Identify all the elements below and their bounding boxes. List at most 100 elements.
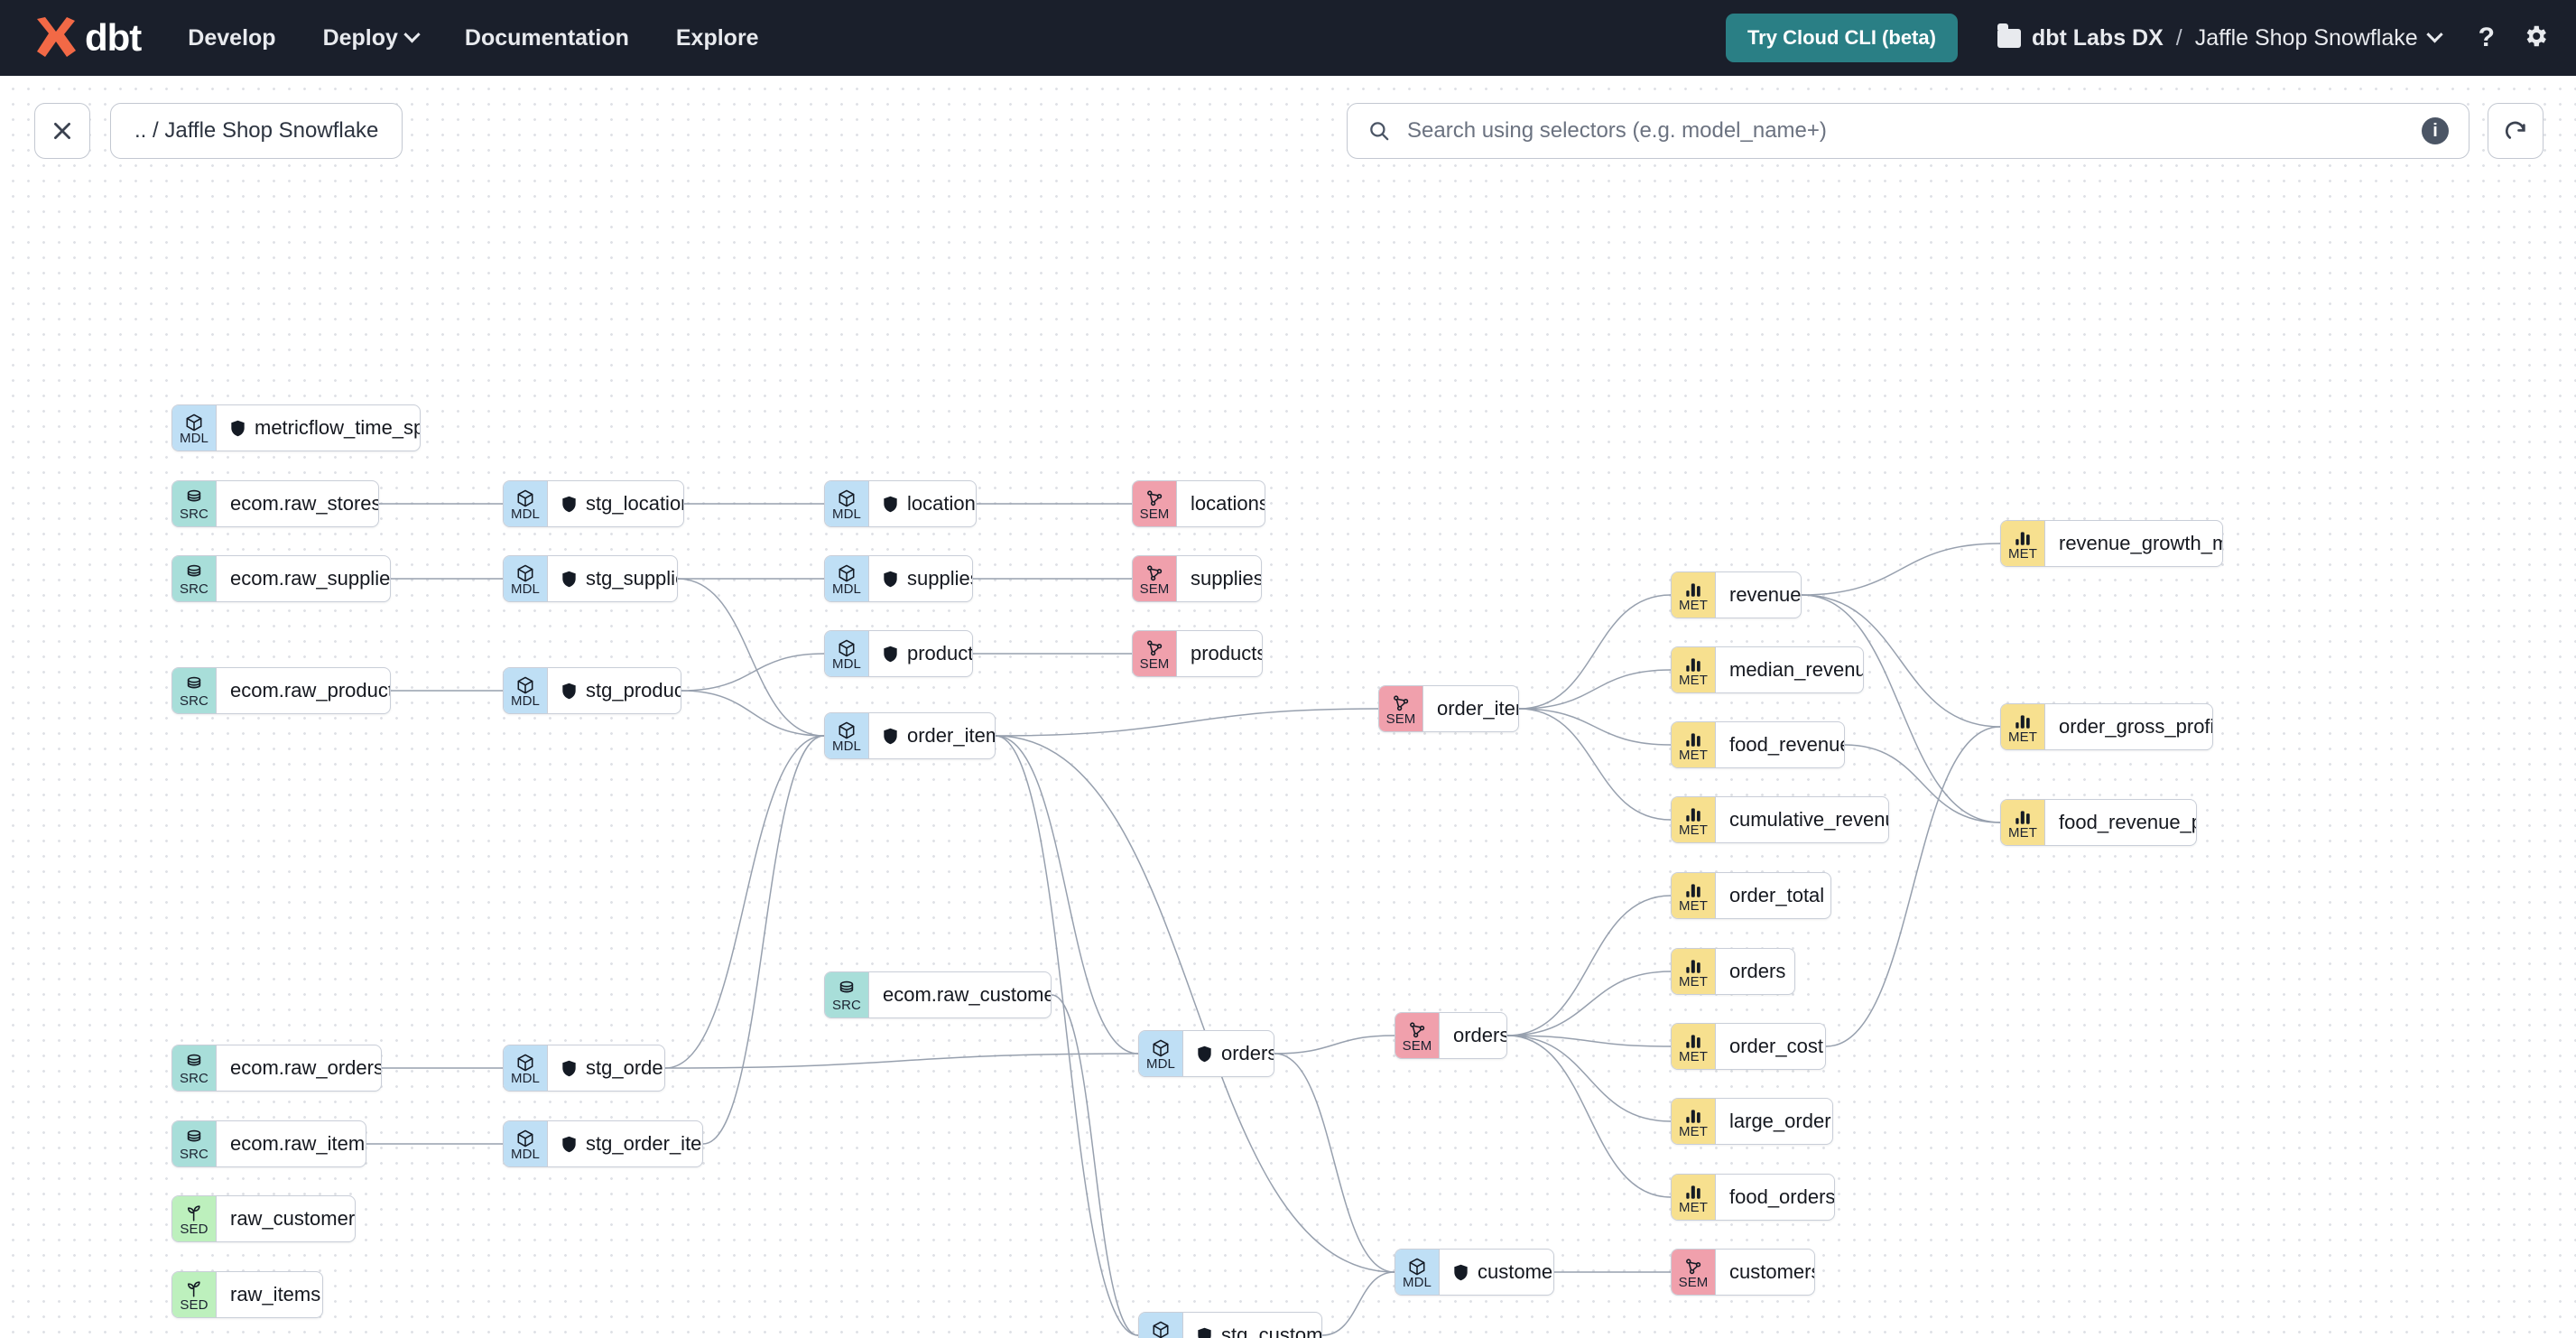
lineage-edge bbox=[1518, 708, 1672, 821]
mdl-icon bbox=[837, 638, 857, 658]
lineage-edge bbox=[1844, 744, 2001, 823]
nav-link-develop[interactable]: Develop bbox=[188, 25, 275, 51]
nav-link-deploy[interactable]: Deploy bbox=[323, 25, 421, 51]
node-type-code: MET bbox=[1679, 673, 1708, 688]
breadcrumb-path-label: .. / Jaffle Shop Snowflake bbox=[134, 118, 379, 143]
info-icon[interactable]: i bbox=[2422, 117, 2449, 144]
lineage-edge bbox=[995, 708, 1379, 737]
node-body: order_items bbox=[868, 713, 995, 758]
graph-node-customers_model[interactable]: MDLcustomers bbox=[1395, 1249, 1554, 1296]
shield-icon bbox=[1198, 1327, 1211, 1338]
node-type-code: MDL bbox=[832, 656, 861, 672]
node-type-badge-met: MET bbox=[1672, 1024, 1715, 1069]
node-label: ecom.raw_items bbox=[230, 1132, 366, 1155]
node-body: order_gross_profit bbox=[2044, 704, 2212, 749]
node-body: cumulative_revenue bbox=[1715, 797, 1888, 842]
graph-node-met_orders[interactable]: MET orders bbox=[1671, 948, 1795, 995]
graph-node-locations[interactable]: MDLlocations bbox=[824, 480, 977, 527]
breadcrumb-account[interactable]: dbt Labs DX bbox=[2031, 24, 2164, 51]
nav-right-group: Try Cloud CLI (beta) dbt Labs DX / Jaffl… bbox=[1725, 14, 2549, 62]
node-type-badge-src: SRC bbox=[172, 1121, 216, 1166]
node-label: orders bbox=[1729, 960, 1786, 982]
node-body: stg_customers bbox=[1182, 1313, 1321, 1338]
node-body: supplies bbox=[1176, 556, 1261, 601]
shield-icon bbox=[562, 496, 576, 512]
sem-icon bbox=[1683, 1257, 1703, 1277]
node-label: stg_supplies bbox=[586, 567, 677, 590]
graph-node-met_cumulative_revenue[interactable]: MET cumulative_revenue bbox=[1671, 796, 1889, 843]
breadcrumb-project-selector[interactable]: Jaffle Shop Snowflake bbox=[2195, 25, 2443, 51]
lineage-edge bbox=[1518, 594, 1672, 710]
node-type-badge-src: SRC bbox=[172, 668, 216, 713]
search-bar[interactable]: i bbox=[1347, 103, 2469, 159]
graph-node-ecom_raw_items[interactable]: SRC ecom.raw_items bbox=[171, 1120, 366, 1167]
node-type-code: MET bbox=[1679, 822, 1708, 838]
node-type-badge-mdl: MDL bbox=[1139, 1313, 1182, 1338]
shield-icon bbox=[1454, 1264, 1468, 1280]
dbt-logo[interactable]: dbt bbox=[32, 17, 142, 59]
lineage-edge bbox=[1506, 1035, 1672, 1122]
lineage-edge bbox=[1274, 1035, 1395, 1055]
breadcrumb-path-chip[interactable]: .. / Jaffle Shop Snowflake bbox=[110, 103, 403, 159]
nav-link-documentation[interactable]: Documentation bbox=[465, 25, 629, 51]
node-body: orders bbox=[1182, 1031, 1274, 1076]
node-type-code: MDL bbox=[832, 581, 861, 597]
lineage-edge bbox=[1801, 594, 2001, 823]
lineage-edge bbox=[664, 1053, 1139, 1069]
refresh-button[interactable] bbox=[2488, 103, 2544, 159]
mdl-icon bbox=[1407, 1257, 1427, 1277]
node-type-badge-met: MET bbox=[1672, 1099, 1715, 1144]
graph-node-products[interactable]: MDLproducts bbox=[824, 630, 973, 677]
lineage-graph-canvas[interactable]: MDLmetricflow_time_spineSRCecom.raw_stor… bbox=[0, 76, 2576, 1338]
mdl-icon bbox=[515, 675, 535, 695]
nav-link-explore[interactable]: Explore bbox=[676, 25, 759, 51]
sem-icon bbox=[1407, 1020, 1427, 1040]
node-type-code: MET bbox=[1679, 974, 1708, 990]
node-type-badge-mdl: MDL bbox=[1395, 1250, 1439, 1295]
node-type-code: SED bbox=[180, 1297, 208, 1313]
search-input[interactable] bbox=[1405, 117, 2422, 144]
src-icon bbox=[184, 1053, 204, 1073]
node-type-badge-src: SRC bbox=[825, 972, 868, 1017]
help-icon[interactable]: ? bbox=[2478, 23, 2495, 52]
try-cloud-cli-button[interactable]: Try Cloud CLI (beta) bbox=[1725, 14, 1958, 62]
node-label: revenue_growth_mom bbox=[2059, 532, 2222, 554]
node-type-badge-mdl: MDL bbox=[172, 405, 216, 451]
close-button[interactable] bbox=[34, 103, 90, 159]
gear-icon[interactable] bbox=[2522, 23, 2549, 54]
node-type-badge-mdl: MDL bbox=[825, 631, 868, 676]
